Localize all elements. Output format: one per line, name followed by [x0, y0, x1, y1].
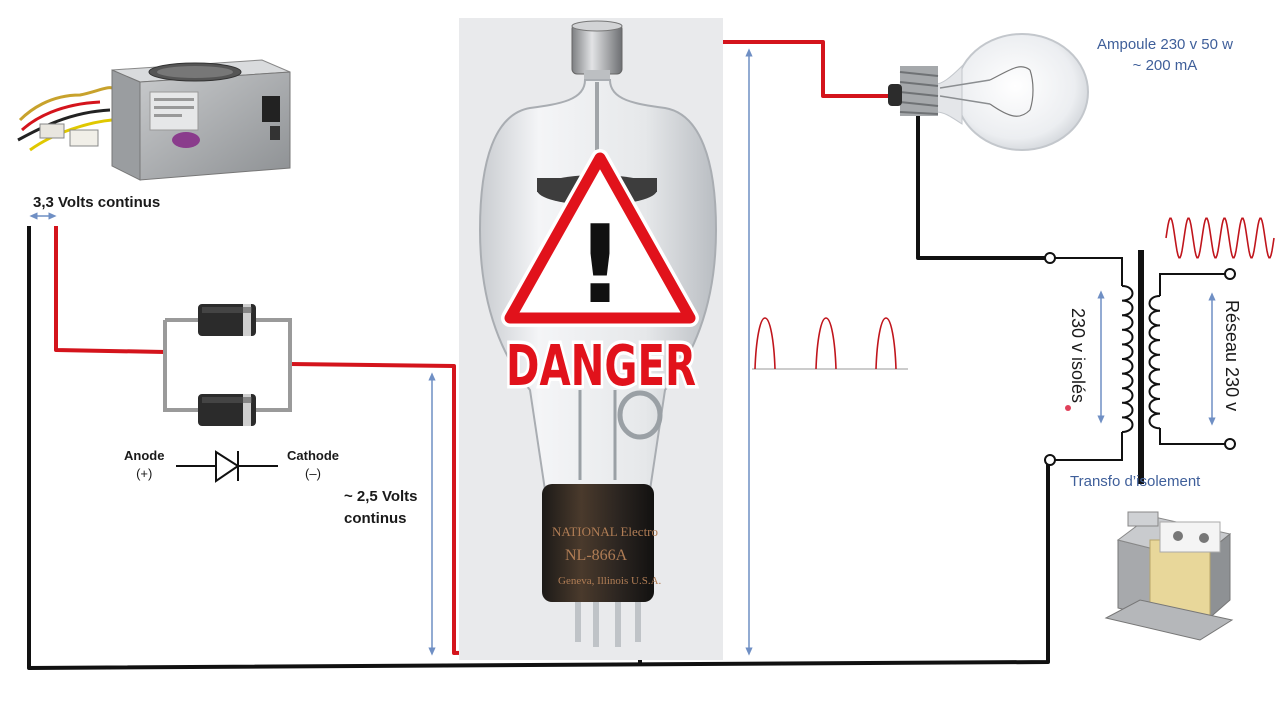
- exclamation-icon: !: [575, 203, 624, 328]
- mains-sine-wave: [1165, 217, 1275, 259]
- terminal-3: [1224, 268, 1236, 280]
- cathode-text: Cathode: [287, 448, 339, 463]
- rectified-waveform: [752, 317, 908, 370]
- transformer-photo: [1104, 511, 1234, 641]
- transformer-symbol: [1044, 250, 1236, 484]
- pointer-dot: [1065, 405, 1071, 411]
- cathode-sign: (–): [305, 466, 321, 481]
- mains-voltage-label: Réseau 230 v: [1222, 300, 1242, 411]
- light-bulb: [888, 33, 1089, 151]
- bulb-label-line1: Ampoule 230 v 50 w: [1097, 36, 1233, 53]
- diode-pair: [163, 304, 292, 426]
- pc-power-supply: [17, 59, 291, 181]
- diode-bottom: [198, 394, 256, 426]
- warning-triangle-icon: [504, 152, 696, 324]
- tube-model-text: NL-866A: [565, 547, 628, 564]
- filament-voltage-label: ~ 2,5 Volts continus: [344, 486, 418, 530]
- terminal-1: [1044, 252, 1056, 264]
- tube-city-text: Geneva, Illinois U.S.A.: [558, 575, 662, 587]
- anode-text: Anode: [124, 448, 165, 463]
- diode-top: [198, 304, 256, 336]
- tube-brand-text: NATIONAL Electro: [552, 524, 658, 539]
- psu-voltage-label: 3,3 Volts continus: [33, 194, 161, 211]
- anode-sign: (+): [136, 466, 153, 481]
- cathode-label: Cathode (–): [287, 447, 339, 483]
- transformer-label: Transfo d’isolement: [1070, 473, 1201, 490]
- bulb-label-line2: ~ 200 mA: [1132, 57, 1198, 74]
- secondary-voltage-label: 230 v isolés: [1068, 308, 1088, 403]
- anode-label: Anode (+): [124, 447, 164, 483]
- terminal-4: [1224, 438, 1236, 450]
- terminal-2: [1044, 454, 1056, 466]
- danger-label: DANGER: [506, 334, 696, 399]
- danger-sign: ! DANGER: [501, 149, 700, 403]
- diode-symbol: [176, 450, 278, 483]
- filament-voltage-line1: ~ 2,5 Volts: [344, 488, 418, 505]
- bulb-label: Ampoule 230 v 50 w ~ 200 mA: [1097, 34, 1233, 76]
- filament-voltage-line2: continus: [344, 510, 407, 527]
